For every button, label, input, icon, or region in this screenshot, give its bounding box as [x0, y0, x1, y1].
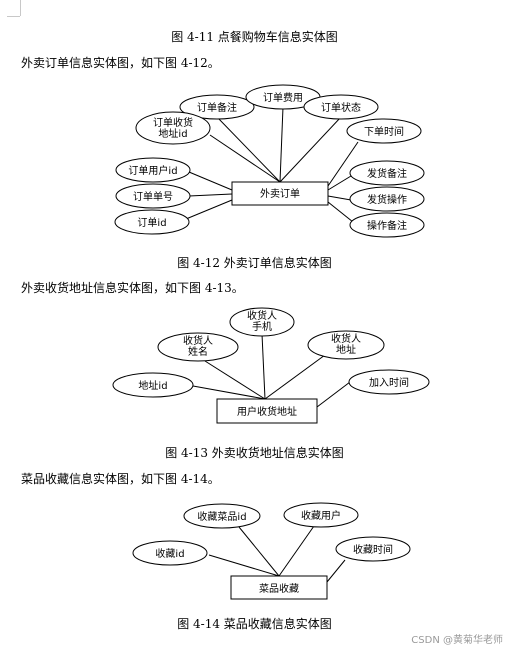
attr-label: 发货操作 — [367, 193, 407, 206]
paragraph-4-14: 菜品收藏信息实体图，如下图 4-14。 — [21, 472, 220, 486]
entity-box-outer-address — [216, 398, 318, 424]
attr-ellipse — [112, 372, 194, 398]
attr-ellipse — [346, 118, 422, 144]
attr-ellipse — [335, 536, 411, 562]
attr-label: 订单单号 — [133, 191, 173, 203]
attr-ellipse — [115, 157, 191, 183]
attr-label: 收藏时间 — [353, 543, 393, 556]
attr-label: 订单收货地址id — [153, 116, 193, 140]
entity-label-favorite: 菜品收藏 — [259, 582, 299, 595]
attr-label: 收藏id — [155, 547, 184, 560]
attr-label: 收货人地址 — [331, 332, 361, 356]
attr-label: 操作备注 — [367, 219, 407, 232]
entity-label-address: 用户收货地址 — [237, 405, 297, 418]
attr-ellipse — [303, 94, 379, 120]
attr-ellipse — [349, 212, 425, 238]
attr-ellipse — [229, 307, 295, 337]
attr-label: 地址id — [138, 379, 167, 392]
page-corner-mark — [7, 16, 20, 17]
attr-label: 订单备注 — [197, 101, 237, 114]
attr-label: 加入时间 — [369, 376, 409, 389]
attr-label-line: 收货人 — [331, 332, 361, 345]
attr-label-line: 手机 — [252, 320, 272, 333]
paragraph-4-13: 外卖收货地址信息实体图，如下图 4-13。 — [21, 281, 244, 295]
page-corner-mark — [20, 0, 21, 16]
attr-label-line: 收货人 — [247, 309, 277, 322]
attr-ellipse — [183, 503, 261, 529]
attr-label-line: 地址 — [336, 343, 356, 356]
attr-label: 订单id — [137, 217, 166, 229]
attr-label-line: 姓名 — [188, 345, 208, 358]
attr-label: 收货人手机 — [247, 309, 277, 333]
attr-label: 下单时间 — [364, 125, 404, 138]
attr-label-line: 收货人 — [183, 334, 213, 347]
attr-label: 发货备注 — [367, 167, 407, 180]
attr-label: 订单费用 — [263, 91, 303, 104]
attr-ellipse — [349, 160, 425, 186]
attr-ellipse — [157, 332, 239, 362]
attr-ellipse — [283, 502, 359, 528]
attr-ellipse — [115, 183, 191, 209]
attr-ellipse — [348, 369, 430, 395]
attr-ellipse — [114, 209, 190, 235]
watermark: CSDN @黄菊华老师 — [411, 635, 503, 646]
attr-ellipse — [135, 111, 211, 145]
attr-label-line: 地址id — [158, 127, 187, 140]
figure-caption-4-13: 图 4-13 外卖收货地址信息实体图 — [165, 446, 344, 460]
attr-ellipse — [307, 330, 385, 360]
attr-ellipse — [349, 186, 425, 212]
paragraph-4-12: 外卖订单信息实体图，如下图 4-12。 — [21, 56, 220, 70]
entity-label-order: 外卖订单 — [260, 188, 300, 200]
attr-label: 收藏用户 — [301, 509, 341, 522]
attr-ellipse — [132, 540, 208, 566]
attr-ellipse — [179, 94, 255, 120]
attr-label: 收货人姓名 — [183, 334, 213, 358]
figure-caption-4-11: 图 4-11 点餐购物车信息实体图 — [171, 30, 338, 44]
attr-label: 订单状态 — [321, 101, 361, 114]
figure-caption-4-14: 图 4-14 菜品收藏信息实体图 — [177, 617, 332, 631]
attr-label-line: 订单收货 — [153, 116, 193, 129]
attr-label: 收藏菜品id — [197, 510, 246, 523]
entity-box-outer-favorite — [230, 575, 328, 600]
entity-box-outer-order — [231, 181, 329, 206]
attr-label: 订单用户id — [128, 164, 177, 177]
figure-caption-4-12: 图 4-12 外卖订单信息实体图 — [177, 256, 332, 270]
